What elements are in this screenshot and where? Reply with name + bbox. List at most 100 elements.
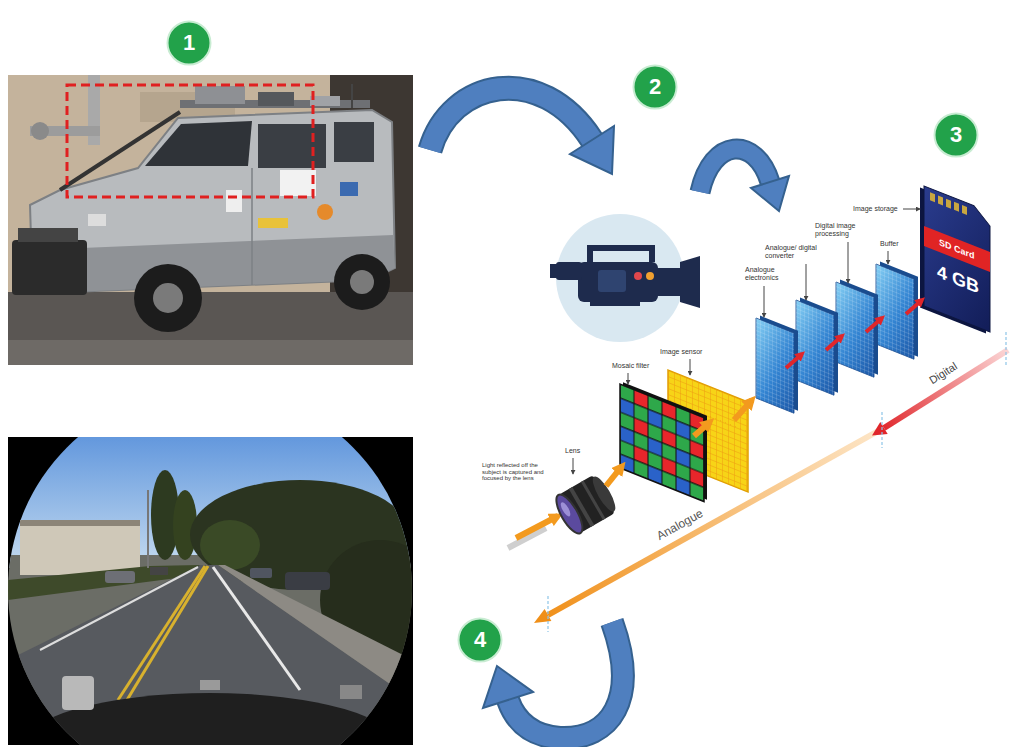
sticker — [317, 204, 333, 220]
card-contact — [930, 192, 935, 202]
sidewalk — [218, 565, 413, 700]
number-plate — [280, 170, 316, 196]
arrow-head — [751, 176, 789, 211]
lens-glare — [559, 501, 572, 518]
sticker — [258, 218, 288, 228]
card-contact — [954, 202, 959, 212]
lane-line — [213, 567, 300, 690]
pipe-joint — [31, 122, 49, 140]
highlight-box — [67, 85, 313, 197]
fisheye-photo — [8, 437, 413, 745]
flow-arrow — [700, 149, 789, 211]
arrow-body — [430, 88, 592, 150]
van-photo — [8, 75, 413, 365]
data-arrow — [826, 336, 842, 350]
flow-arrow — [430, 88, 614, 174]
windshield — [145, 121, 252, 166]
pavement — [8, 340, 413, 365]
wall — [8, 75, 413, 365]
card-contact — [962, 205, 967, 215]
data-arrow — [906, 300, 922, 314]
part-label: Image storage — [853, 205, 898, 213]
part-label: Digital image processing — [815, 222, 870, 237]
callout-disc — [634, 66, 677, 109]
side-panel — [598, 270, 626, 292]
card-band — [924, 226, 990, 272]
camera-body — [578, 262, 658, 302]
part-label: Lens — [565, 447, 580, 455]
bumper — [12, 240, 87, 295]
leader-arrow — [903, 209, 920, 210]
callout-disc — [459, 619, 502, 662]
leader-arrow — [806, 264, 807, 300]
viewfinder — [556, 262, 582, 280]
arrow-head — [570, 126, 614, 174]
light-ray — [606, 466, 622, 486]
mirror — [62, 676, 94, 710]
fisheye-view — [8, 437, 413, 745]
camera-icon — [550, 214, 700, 342]
building — [20, 520, 140, 575]
callout-circle: 2 — [632, 64, 678, 110]
callout-text-group: 1 — [183, 31, 195, 55]
mosaic-filter — [620, 381, 707, 503]
headlight — [88, 214, 106, 226]
roof-sensor — [195, 86, 245, 104]
arrow-outline — [508, 622, 623, 738]
sd-card — [920, 184, 990, 335]
callout-text-group: 4 — [474, 628, 486, 652]
lens-hood — [680, 256, 700, 308]
leader-arrow — [764, 286, 765, 317]
car — [105, 571, 135, 583]
data-arrow — [786, 354, 802, 368]
card-body — [924, 186, 990, 332]
arrow-outline — [430, 88, 592, 150]
callout-disc — [935, 114, 978, 157]
sensor-mount — [200, 680, 220, 690]
boundary-tick — [547, 596, 548, 632]
bumper-bar — [18, 228, 78, 242]
car — [150, 567, 168, 575]
digital-band — [882, 348, 1009, 431]
record-light — [634, 272, 642, 280]
icon-background — [556, 214, 684, 342]
roll-bar — [60, 112, 180, 190]
tree — [200, 520, 260, 570]
sticker — [340, 182, 358, 196]
part-label: Image sensor — [660, 348, 702, 356]
flow-arrow — [483, 622, 623, 738]
part-label: Analogue electronics — [745, 266, 795, 281]
boundary-tick — [881, 412, 882, 448]
card-contact — [946, 199, 951, 209]
callout-number: 4 — [474, 628, 486, 652]
callout-text-group: 2 — [649, 75, 661, 99]
wheel — [134, 264, 202, 332]
wheel — [334, 254, 390, 310]
lens-glass — [551, 491, 587, 537]
leader-arrow — [628, 373, 629, 384]
part-label: Buffer — [880, 240, 899, 248]
card-contact — [938, 196, 943, 206]
roof — [20, 520, 140, 526]
side-window — [258, 124, 326, 168]
arrow-body — [508, 622, 623, 738]
part-label: Mosaic filter — [612, 362, 649, 370]
stage-label: Analogue — [655, 507, 706, 543]
boundary-tick — [1005, 332, 1006, 366]
callout-circle: 1 — [166, 20, 212, 66]
hub — [350, 270, 374, 294]
arrow-head — [483, 666, 533, 708]
lane-line — [40, 567, 198, 650]
part-label: Analogue/ digital converter — [765, 244, 829, 259]
signal-arrow — [734, 400, 752, 420]
car — [250, 568, 272, 578]
callout-number: 1 — [183, 31, 195, 55]
light-pole — [147, 490, 149, 568]
filter-cells — [620, 384, 704, 502]
roof-sensor — [258, 92, 294, 106]
band-arrowhead — [872, 422, 888, 435]
callout-circle: 3 — [933, 112, 979, 158]
callout-text-group: 3 — [950, 123, 962, 147]
camera-base — [590, 300, 640, 306]
